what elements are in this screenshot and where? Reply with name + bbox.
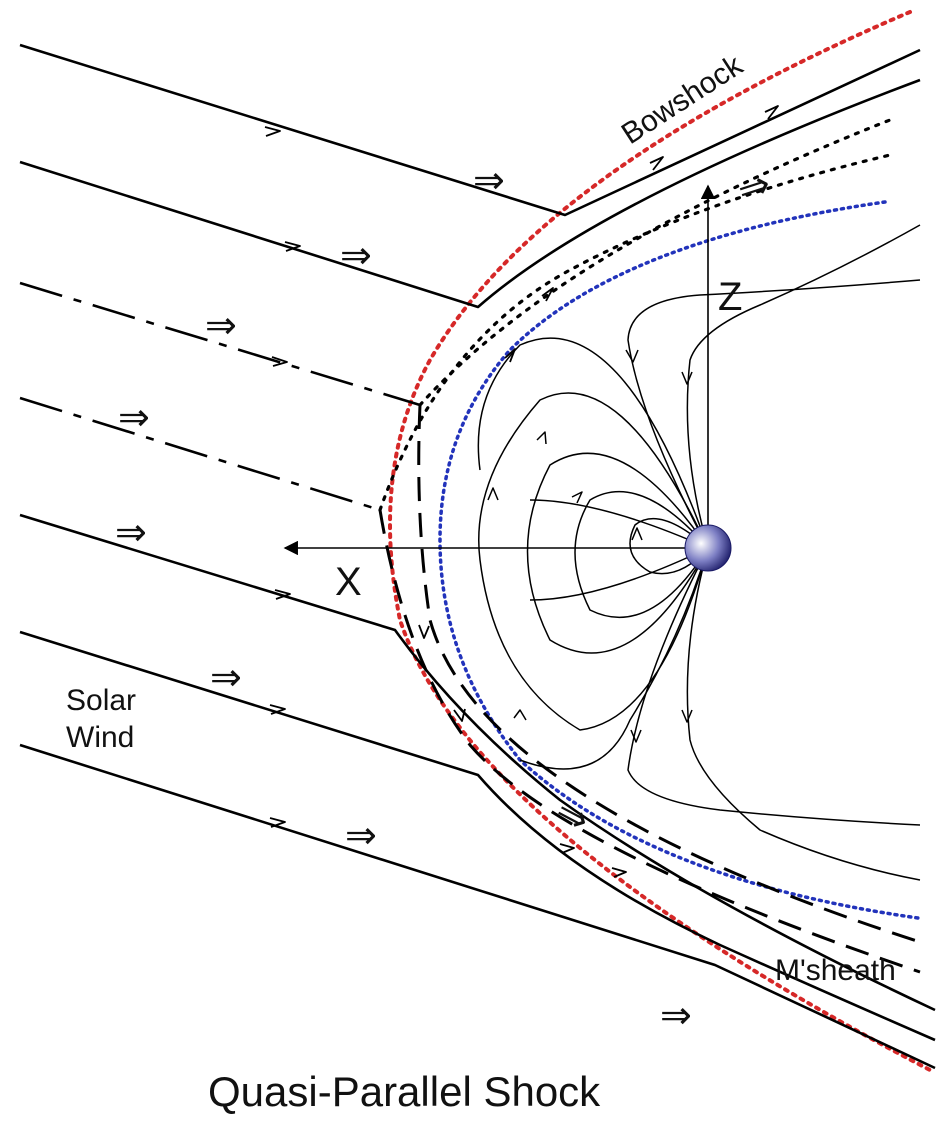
flow-direction-arrow-icon: ⇒ xyxy=(115,512,147,554)
flow-direction-arrow-icon: ⇒ xyxy=(210,657,242,699)
solar-wind-line-3-dashdot xyxy=(19,281,421,407)
dipole-loop-4 xyxy=(478,392,709,731)
sheath-line-3-dashed xyxy=(417,404,921,944)
dipole-loop-10 xyxy=(529,547,709,601)
solar-wind-label-line1: Solar xyxy=(66,684,136,717)
flow-direction-arrow-icon: ⇒ xyxy=(345,815,377,857)
chevron-icon xyxy=(631,527,643,541)
chevron-icon xyxy=(271,356,288,367)
z-axis-label: Z xyxy=(718,275,742,319)
chevron-icon xyxy=(571,491,583,504)
flow-direction-arrow-icon: ⇒ xyxy=(473,160,505,202)
diagram-title: Quasi-Parallel Shock xyxy=(208,1068,601,1115)
chevron-icon xyxy=(611,867,627,878)
dipole-loop-11 xyxy=(529,499,709,549)
field-direction-chevrons xyxy=(264,105,779,878)
dipole-loop-3 xyxy=(526,452,709,654)
chevron-icon xyxy=(764,105,779,120)
flow-direction-arrow-icon: ⇒ xyxy=(660,995,692,1037)
dipole-loop-5 xyxy=(477,337,709,770)
solar-wind-line-7 xyxy=(19,743,936,1070)
solar-wind-line-4-dashdot xyxy=(19,396,381,512)
chevron-icon xyxy=(264,126,281,137)
flow-direction-arrow-icon: ⇒ xyxy=(340,235,372,277)
flow-direction-arrow-icon: ⇒ xyxy=(118,397,150,439)
chevron-icon xyxy=(559,843,575,854)
chevron-icon xyxy=(504,348,516,363)
chevron-icon xyxy=(418,624,430,639)
solar-wind-line-1 xyxy=(19,43,921,217)
dipole-loop-6 xyxy=(627,279,921,549)
chevron-icon xyxy=(274,589,291,600)
flow-direction-arrow-icon: ⇒ xyxy=(733,163,776,213)
solar-wind-label-line2: Wind xyxy=(66,721,134,754)
chevron-icon xyxy=(453,708,466,722)
solar-wind-line-2 xyxy=(19,78,921,309)
chevron-icon xyxy=(269,704,286,715)
magnetosheath-label: M'sheath xyxy=(775,954,896,987)
chevron-icon xyxy=(536,431,547,445)
dipole-loop-8 xyxy=(627,547,921,826)
solar-wind-line-6 xyxy=(19,630,936,1042)
x-axis-label: X xyxy=(335,560,362,604)
chevron-icon xyxy=(513,709,527,721)
magnetopause-curve xyxy=(438,200,920,920)
chevron-icon xyxy=(681,371,693,385)
chevron-icon xyxy=(284,241,301,252)
dipole-chevrons xyxy=(487,349,693,743)
solar-wind-field-lines xyxy=(19,43,936,1070)
chevron-icon xyxy=(681,709,693,723)
chevron-icon xyxy=(630,729,642,743)
bowshock-curve xyxy=(388,10,932,1072)
dipole-loop-9 xyxy=(686,547,921,881)
chevron-icon xyxy=(487,487,499,501)
chevron-icon xyxy=(269,817,286,828)
flow-arrows: ⇒ ⇒ ⇒ ⇒ ⇒ ⇒ ⇒ ⇒ ⇒ ⇒ xyxy=(115,160,776,1037)
dipole-loop-2 xyxy=(574,491,709,619)
solar-wind-line-5 xyxy=(19,513,936,1012)
flow-direction-arrow-icon: ⇒ xyxy=(205,305,237,347)
magnetospheric-field-lines xyxy=(477,224,921,881)
chevron-icon xyxy=(541,287,554,302)
sheath-line-4-dotted xyxy=(378,153,892,512)
dipole-loop-7 xyxy=(686,224,921,549)
chevron-icon xyxy=(625,349,639,363)
chevron-icon xyxy=(649,156,664,171)
planet-icon xyxy=(684,524,732,572)
